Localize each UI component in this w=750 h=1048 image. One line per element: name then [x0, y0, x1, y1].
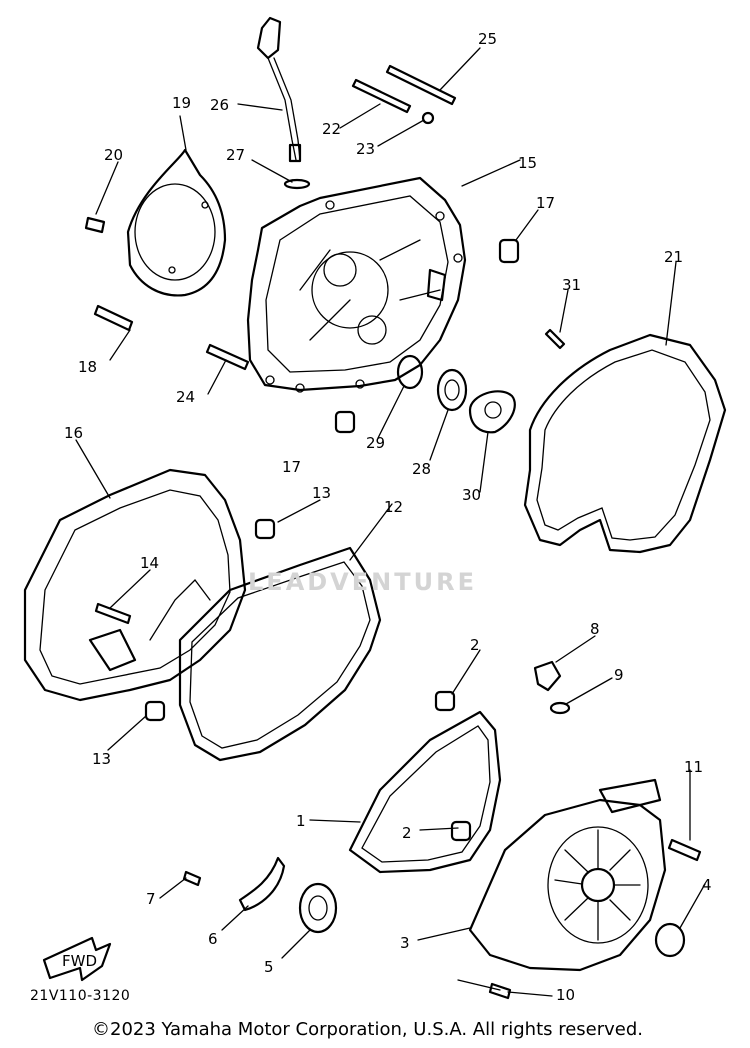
- callout-21: 21: [664, 248, 683, 266]
- callout-20: 20: [104, 146, 123, 164]
- oil-level-gauge-26: [256, 16, 311, 190]
- dowel-pin-2b: [450, 820, 472, 842]
- callout-29: 29: [366, 434, 385, 452]
- oil-seal-29: [396, 354, 424, 390]
- callout-14: 14: [140, 554, 159, 572]
- plate-30: [468, 390, 516, 434]
- callout-1: 1: [296, 812, 306, 830]
- callout-27: 27: [226, 146, 245, 164]
- callout-13a: 13: [312, 484, 331, 502]
- crankcase-cover-16: [23, 468, 247, 702]
- callout-16: 16: [64, 424, 83, 442]
- bearing-28: [436, 368, 468, 412]
- crankcase-cover-3: [468, 778, 667, 972]
- o-ring-9: [549, 701, 571, 715]
- crankcase-cover-15: [246, 176, 467, 393]
- watermark: LEADVENTURE: [248, 568, 477, 596]
- gasket-21: [523, 333, 727, 554]
- callout-25: 25: [478, 30, 497, 48]
- diagram-code: 21V110-3120: [30, 988, 131, 1004]
- dowel-pin-13a: [254, 518, 276, 540]
- callout-10: 10: [556, 986, 575, 1004]
- callout-28: 28: [412, 460, 431, 478]
- callout-24: 24: [176, 388, 195, 406]
- plug-8: [533, 660, 562, 692]
- callout-11: 11: [684, 758, 703, 776]
- callout-2b: 2: [402, 824, 412, 842]
- leader-lines: [75, 47, 706, 997]
- callout-19: 19: [172, 94, 191, 112]
- fwd-arrow: FWD: [42, 936, 112, 982]
- dowel-pin-17a: [498, 238, 520, 264]
- screw-7: [182, 870, 202, 887]
- callout-5: 5: [264, 958, 274, 976]
- bolts-upper: [84, 64, 457, 371]
- callout-8: 8: [590, 620, 600, 638]
- callout-31: 31: [562, 276, 581, 294]
- oil-seal-4: [654, 922, 686, 958]
- bolt-10: [488, 982, 512, 1000]
- callout-labels: 25 22 23 26 27 19 20 15 17 18 24 29 28 3…: [64, 30, 712, 1004]
- callout-13b: 13: [92, 750, 111, 768]
- bearing-5: [298, 882, 338, 934]
- gasket-12: [178, 546, 382, 762]
- screw-31: [544, 328, 566, 350]
- dowel-pin-17b: [334, 410, 356, 434]
- copyright-notice: ©2023 Yamaha Motor Corporation, U.S.A. A…: [92, 1019, 644, 1040]
- callout-7: 7: [146, 890, 156, 908]
- cover-plate-19: [126, 148, 227, 297]
- bolt-11: [667, 838, 702, 862]
- callout-12: 12: [384, 498, 403, 516]
- callout-9: 9: [614, 666, 624, 684]
- fwd-label: FWD: [62, 952, 97, 970]
- bolt-14: [94, 602, 132, 625]
- callout-17b: 17: [282, 458, 301, 476]
- callout-22: 22: [322, 120, 341, 138]
- callout-18: 18: [78, 358, 97, 376]
- callout-4: 4: [702, 876, 712, 894]
- callout-15: 15: [518, 154, 537, 172]
- gasket-1: [348, 710, 502, 874]
- callout-26: 26: [210, 96, 229, 114]
- dowel-pin-13b: [144, 700, 166, 722]
- callout-2a: 2: [470, 636, 480, 654]
- retainer-6: [238, 856, 286, 912]
- callout-6: 6: [208, 930, 218, 948]
- dowel-pin-2a: [434, 690, 456, 712]
- callout-23: 23: [356, 140, 375, 158]
- callout-3: 3: [400, 934, 410, 952]
- callout-30: 30: [462, 486, 481, 504]
- callout-17a: 17: [536, 194, 555, 212]
